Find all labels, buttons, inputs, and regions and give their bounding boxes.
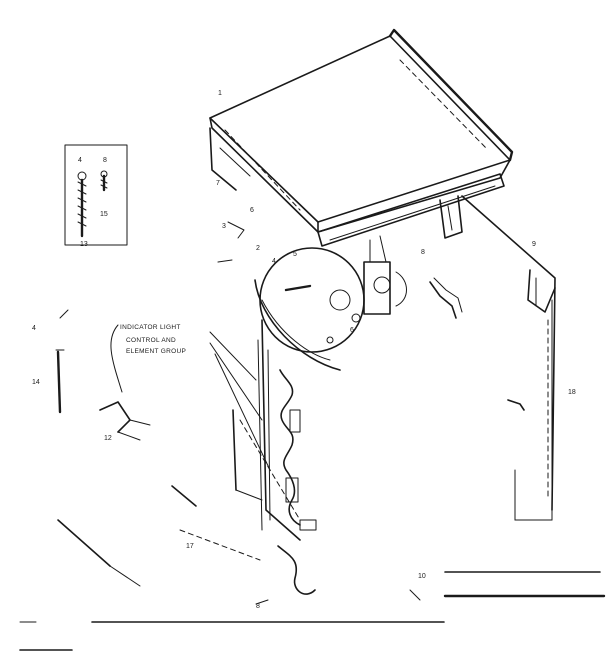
part-label: 9	[532, 241, 536, 248]
part-labels: 1 7 3 6 2 4 5 8 9 6 18 10 14 12 4 17 8 4…	[32, 90, 576, 610]
right-side-panel	[461, 195, 556, 521]
base-panel	[57, 485, 261, 587]
front-panel	[209, 127, 301, 211]
part-label: 8	[421, 249, 425, 256]
element-group	[257, 339, 317, 595]
part-label: 1	[218, 90, 222, 97]
bracket-part	[99, 401, 151, 441]
part-label: 8	[103, 157, 107, 164]
callout-line-1: INDICATOR LIGHT	[120, 324, 181, 331]
callout-line-2: CONTROL AND	[126, 337, 176, 344]
part-label: 13	[80, 241, 88, 248]
part-label: 4	[272, 258, 276, 265]
callout-line-3: ELEMENT GROUP	[126, 348, 186, 355]
part-label: 10	[418, 573, 426, 580]
part-label: 18	[568, 389, 576, 396]
part-label: 4	[78, 157, 82, 164]
switch-assembly	[363, 235, 463, 319]
part-label: 6	[250, 207, 254, 214]
part-label: 5	[293, 251, 297, 258]
part-label: 14	[32, 379, 40, 386]
part-label: 12	[104, 435, 112, 442]
top-panel	[209, 28, 514, 233]
part-label: 2	[256, 245, 260, 252]
rod-part	[55, 349, 65, 414]
part-label: 3	[222, 223, 226, 230]
part-label: 6	[350, 327, 354, 334]
screw-inset	[64, 144, 128, 246]
callout-leaders	[110, 324, 271, 471]
callout-caption: INDICATOR LIGHT CONTROL AND ELEMENT GROU…	[120, 324, 186, 355]
footer-rules	[19, 571, 606, 651]
oven-body	[232, 279, 341, 541]
part-label: 4	[32, 325, 36, 332]
part-label: 8	[256, 603, 260, 610]
part-label: 7	[216, 180, 220, 187]
part-label: 17	[186, 543, 194, 550]
part-label: 15	[100, 211, 108, 218]
back-rail	[317, 173, 505, 247]
fasteners	[59, 221, 421, 605]
